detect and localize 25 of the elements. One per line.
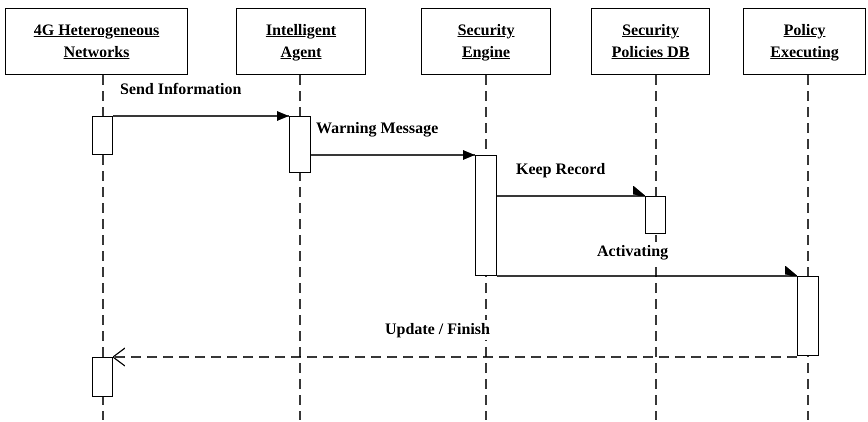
participant-name: 4G Heterogeneous Networks <box>32 20 160 62</box>
lifeline-header-box <box>421 8 551 75</box>
participant-name: Policy Executing <box>769 20 840 62</box>
activation-bar <box>92 116 113 155</box>
activation-bar <box>797 276 819 356</box>
participant-name: Security Policies DB <box>610 20 690 62</box>
participant-name: Security Engine <box>456 20 516 62</box>
lifeline-header-box <box>591 8 710 75</box>
activation-bar <box>645 196 666 234</box>
message-arrow <box>497 266 798 277</box>
message-arrow <box>497 186 646 197</box>
activation-bar <box>289 116 311 173</box>
activation-bar <box>475 155 497 276</box>
lifeline-header-box <box>5 8 188 75</box>
lifeline-header-box <box>236 8 366 75</box>
activation-bar <box>92 357 113 397</box>
edge-label: Update / Finish <box>385 320 490 340</box>
message-arrow <box>112 347 797 367</box>
edge-label: Keep Record <box>516 160 606 180</box>
message-arrow <box>113 111 289 121</box>
participant-name: Intelligent Agent <box>264 20 338 62</box>
lifeline-header-box <box>743 8 866 75</box>
edge-label: Warning Message <box>316 119 438 139</box>
message-arrow <box>311 150 475 160</box>
edge-label: Activating <box>597 242 668 262</box>
